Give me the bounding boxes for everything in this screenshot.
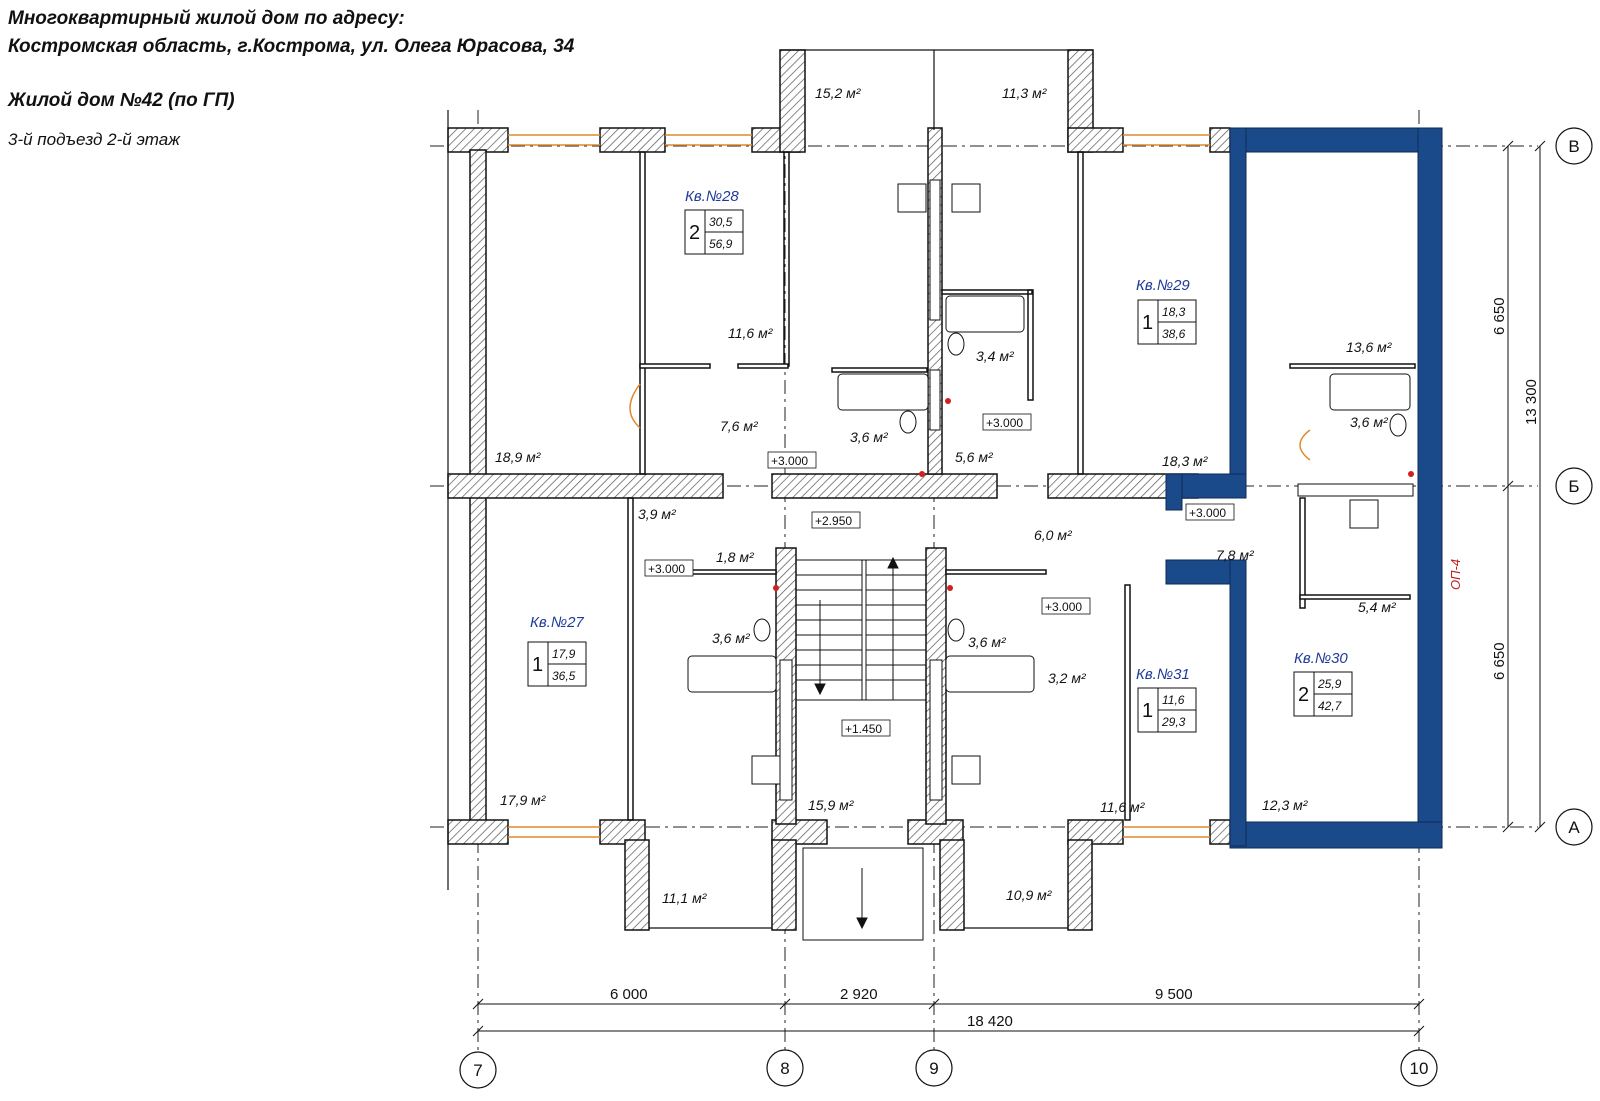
apt27-total: 36,5: [552, 669, 576, 683]
axis-b: Б: [1568, 477, 1579, 496]
apt31-living: 11,6: [1162, 693, 1185, 707]
apt28-rooms: 2: [689, 222, 700, 244]
room-area: 3,6 м²: [1350, 414, 1389, 430]
axis-8: 8: [780, 1059, 789, 1078]
dimension-d2: 2 920: [840, 986, 878, 1003]
apartment-28: Кв.№28 2 30,5 56,9: [684, 188, 744, 255]
room-area: 1,8 м²: [716, 549, 755, 565]
room-area: 18,9 м²: [495, 449, 542, 465]
dimension-r-bottom: 6 650: [1491, 642, 1508, 680]
apt29-total: 38,6: [1162, 327, 1186, 341]
apt30-title: Кв.№30: [1294, 650, 1348, 667]
apt29-rooms: 1: [1142, 312, 1153, 334]
room-area: 6,0 м²: [1034, 527, 1073, 543]
axis-bubbles: [459, 127, 1593, 1089]
right-dimension-lines: [1502, 140, 1546, 833]
room-areas: 15,2 м² 11,3 м² 11,6 м² 3,4 м² 13,6 м² 7…: [495, 85, 1397, 906]
dimension-d3: 9 500: [1155, 986, 1193, 1003]
ventilation-shafts: [779, 179, 1414, 801]
apt31-total: 29,3: [1161, 715, 1186, 729]
apt27-rooms: 1: [532, 654, 543, 676]
wall-tag: ОП-4: [1448, 559, 1463, 590]
room-area: 3,9 м²: [638, 506, 677, 522]
apartment-27: Кв.№27 1 17,9 36,5: [527, 614, 587, 687]
staircase: [795, 556, 927, 941]
bottom-dimension-lines: [472, 998, 1425, 1037]
room-area: 3,6 м²: [712, 630, 751, 646]
room-area: 18,3 м²: [1162, 453, 1209, 469]
apt29-title: Кв.№29: [1136, 277, 1190, 294]
apt31-rooms: 1: [1142, 700, 1153, 722]
apt28-total: 56,9: [709, 237, 733, 251]
dimension-d1: 6 000: [610, 986, 648, 1003]
room-area: 11,6 м²: [728, 325, 774, 341]
outline: [447, 49, 1093, 929]
axis-7: 7: [473, 1061, 482, 1080]
room-area: 3,6 м²: [850, 429, 889, 445]
room-area: 13,6 м²: [1346, 339, 1393, 355]
windows: [508, 134, 1311, 838]
apartment-31: Кв.№31 1 11,6 29,3: [1136, 666, 1197, 733]
elevation-mark: +1.450: [845, 722, 882, 736]
axis-9: 9: [929, 1059, 938, 1078]
room-area: 7,8 м²: [1216, 547, 1255, 563]
building-title: Жилой дом №42 (по ГП): [8, 90, 235, 111]
dimension-r-total: 13 300: [1523, 379, 1540, 425]
room-area: 5,6 м²: [955, 449, 994, 465]
apartment-30: Кв.№30 2 25,9 42,7: [1293, 650, 1353, 717]
axis-v: В: [1568, 137, 1579, 156]
plumbing-fixtures: [687, 183, 1411, 785]
elevation-mark: +3.000: [1189, 506, 1226, 520]
dimension-total: 18 420: [967, 1013, 1013, 1030]
elevation-mark: +3.000: [986, 416, 1023, 430]
apt28-living: 30,5: [709, 215, 733, 229]
room-area: 11,6 м²: [1100, 799, 1146, 815]
apt28-title: Кв.№28: [685, 188, 739, 205]
apt29-living: 18,3: [1162, 305, 1186, 319]
room-area: 3,6 м²: [968, 634, 1007, 650]
floor-subtitle: 3-й подъезд 2-й этаж: [8, 130, 180, 149]
room-area: 15,2 м²: [815, 85, 862, 101]
room-area: 3,2 м²: [1048, 670, 1087, 686]
apt27-living: 17,9: [552, 647, 576, 661]
address-line-1: Многоквартирный жилой дом по адресу:: [8, 8, 405, 29]
grid-lines: [430, 110, 1538, 1050]
apt30-living: 25,9: [1317, 677, 1342, 691]
dimension-r-top: 6 650: [1491, 297, 1508, 335]
elevation-mark: +3.000: [1045, 600, 1082, 614]
room-area: 7,6 м²: [720, 418, 759, 434]
room-area: 11,3 м²: [1002, 85, 1048, 101]
room-area: 15,9 м²: [808, 797, 855, 813]
address-line-2: Костромская область, г.Кострома, ул. Оле…: [8, 36, 575, 57]
elevation-mark: +2.950: [815, 514, 852, 528]
room-area: 11,1 м²: [662, 890, 708, 906]
elevation-mark: +3.000: [771, 454, 808, 468]
apt30-total: 42,7: [1318, 699, 1343, 713]
axis-10: 10: [1410, 1059, 1429, 1078]
room-area: 17,9 м²: [500, 792, 547, 808]
highlighted-wall: [1165, 127, 1443, 849]
apartment-29: Кв.№29 1 18,3 38,6: [1136, 277, 1197, 345]
riser-markers: [773, 398, 1414, 591]
room-area: 12,3 м²: [1262, 797, 1309, 813]
room-area: 3,4 м²: [976, 348, 1015, 364]
apt27-title: Кв.№27: [530, 614, 584, 631]
axis-a: А: [1568, 818, 1580, 837]
elevation-marks: +3.000 +3.000 +2.950 +3.000 +3.000 +3.00…: [644, 413, 1235, 737]
room-area: 10,9 м²: [1006, 887, 1053, 903]
apt30-rooms: 2: [1298, 684, 1309, 706]
elevation-mark: +3.000: [648, 562, 685, 576]
apt31-title: Кв.№31: [1136, 666, 1190, 683]
room-area: 5,4 м²: [1358, 599, 1397, 615]
